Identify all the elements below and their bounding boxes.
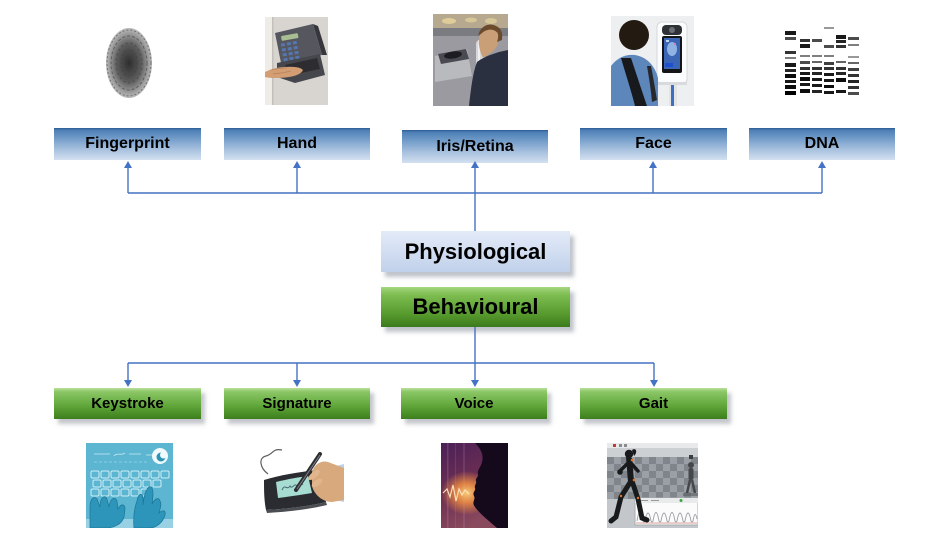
label-face: Face [580, 128, 727, 160]
label-hand-text: Hand [277, 135, 317, 152]
label-gait-text: Gait [638, 395, 669, 412]
label-iris-retina-text: Iris/Retina [436, 137, 514, 155]
label-dna: DNA [749, 128, 895, 160]
physiological-box-text: Physiological [404, 238, 547, 264]
label-gait: Gait [580, 388, 727, 419]
voice-image [441, 443, 508, 528]
dna-gel-image [779, 17, 865, 104]
label-keystroke-text: Keystroke [91, 395, 164, 412]
label-voice-text: Voice [454, 395, 494, 412]
signature-pad-image [256, 446, 344, 522]
label-face-text: Face [635, 135, 672, 152]
label-voice: Voice [401, 388, 547, 419]
behavioural-box: Behavioural [381, 287, 570, 327]
behavioural-box-text: Behavioural [412, 294, 539, 319]
physiological-box: Physiological [381, 231, 570, 272]
hand-scanner-image [265, 17, 328, 105]
label-hand: Hand [224, 128, 370, 160]
label-signature-text: Signature [262, 395, 332, 412]
fingerprint-image [100, 16, 158, 106]
keystroke-image [86, 443, 173, 528]
label-fingerprint: Fingerprint [54, 128, 201, 160]
label-signature: Signature [224, 388, 370, 419]
label-dna-text: DNA [804, 135, 840, 152]
face-scan-image [611, 16, 694, 106]
label-iris-retina: Iris/Retina [402, 130, 548, 163]
gait-analysis-image [607, 443, 698, 528]
label-fingerprint-text: Fingerprint [85, 135, 170, 152]
label-keystroke: Keystroke [54, 388, 201, 419]
iris-scanner-image [433, 14, 508, 106]
